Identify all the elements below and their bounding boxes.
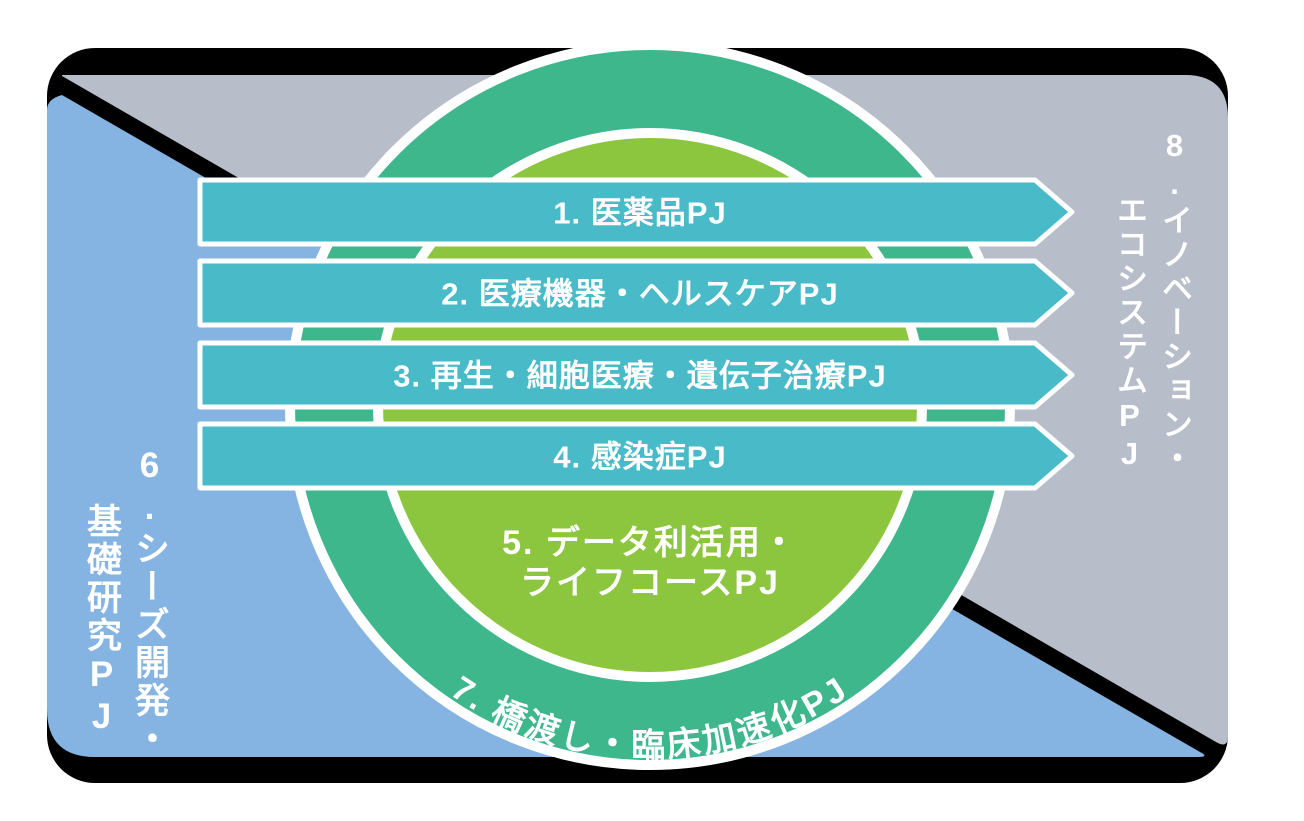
arrow-banner-3: 3. 再生・細胞医療・遺伝子治療PJ: [197, 340, 1075, 410]
arrow-4-label: 4. 感染症PJ: [553, 440, 726, 475]
arrow-4-shape: [197, 421, 1075, 491]
right-band-label-line2: エコシステムPJ: [1112, 194, 1147, 474]
arrow-2-label: 2. 医療機器・ヘルスケアPJ: [441, 277, 838, 312]
center-circle-label-line1: 5. データ利活用・: [502, 523, 798, 562]
arrow-3-shape: [197, 340, 1075, 410]
arrow-1-label: 1. 医薬品PJ: [553, 196, 726, 231]
right-band-label-line1: 8.イノベーション・: [1157, 128, 1192, 476]
arrow-3-label: 3. 再生・細胞医療・遺伝子治療PJ: [393, 359, 886, 394]
arrow-2-shape: [197, 258, 1075, 328]
left-band-label-line2: 基礎研究PJ: [82, 503, 121, 739]
left-band-label-line1: 6.シーズ開発・: [130, 446, 169, 758]
arrow-banner-2: 2. 医療機器・ヘルスケアPJ: [197, 258, 1075, 328]
arrow-banner-4: 4. 感染症PJ: [197, 421, 1075, 491]
center-circle-label-line2: ライフコースPJ: [520, 564, 780, 602]
arrow-banner-1: 1. 医薬品PJ: [197, 177, 1075, 247]
arrow-1-shape: [197, 177, 1075, 247]
